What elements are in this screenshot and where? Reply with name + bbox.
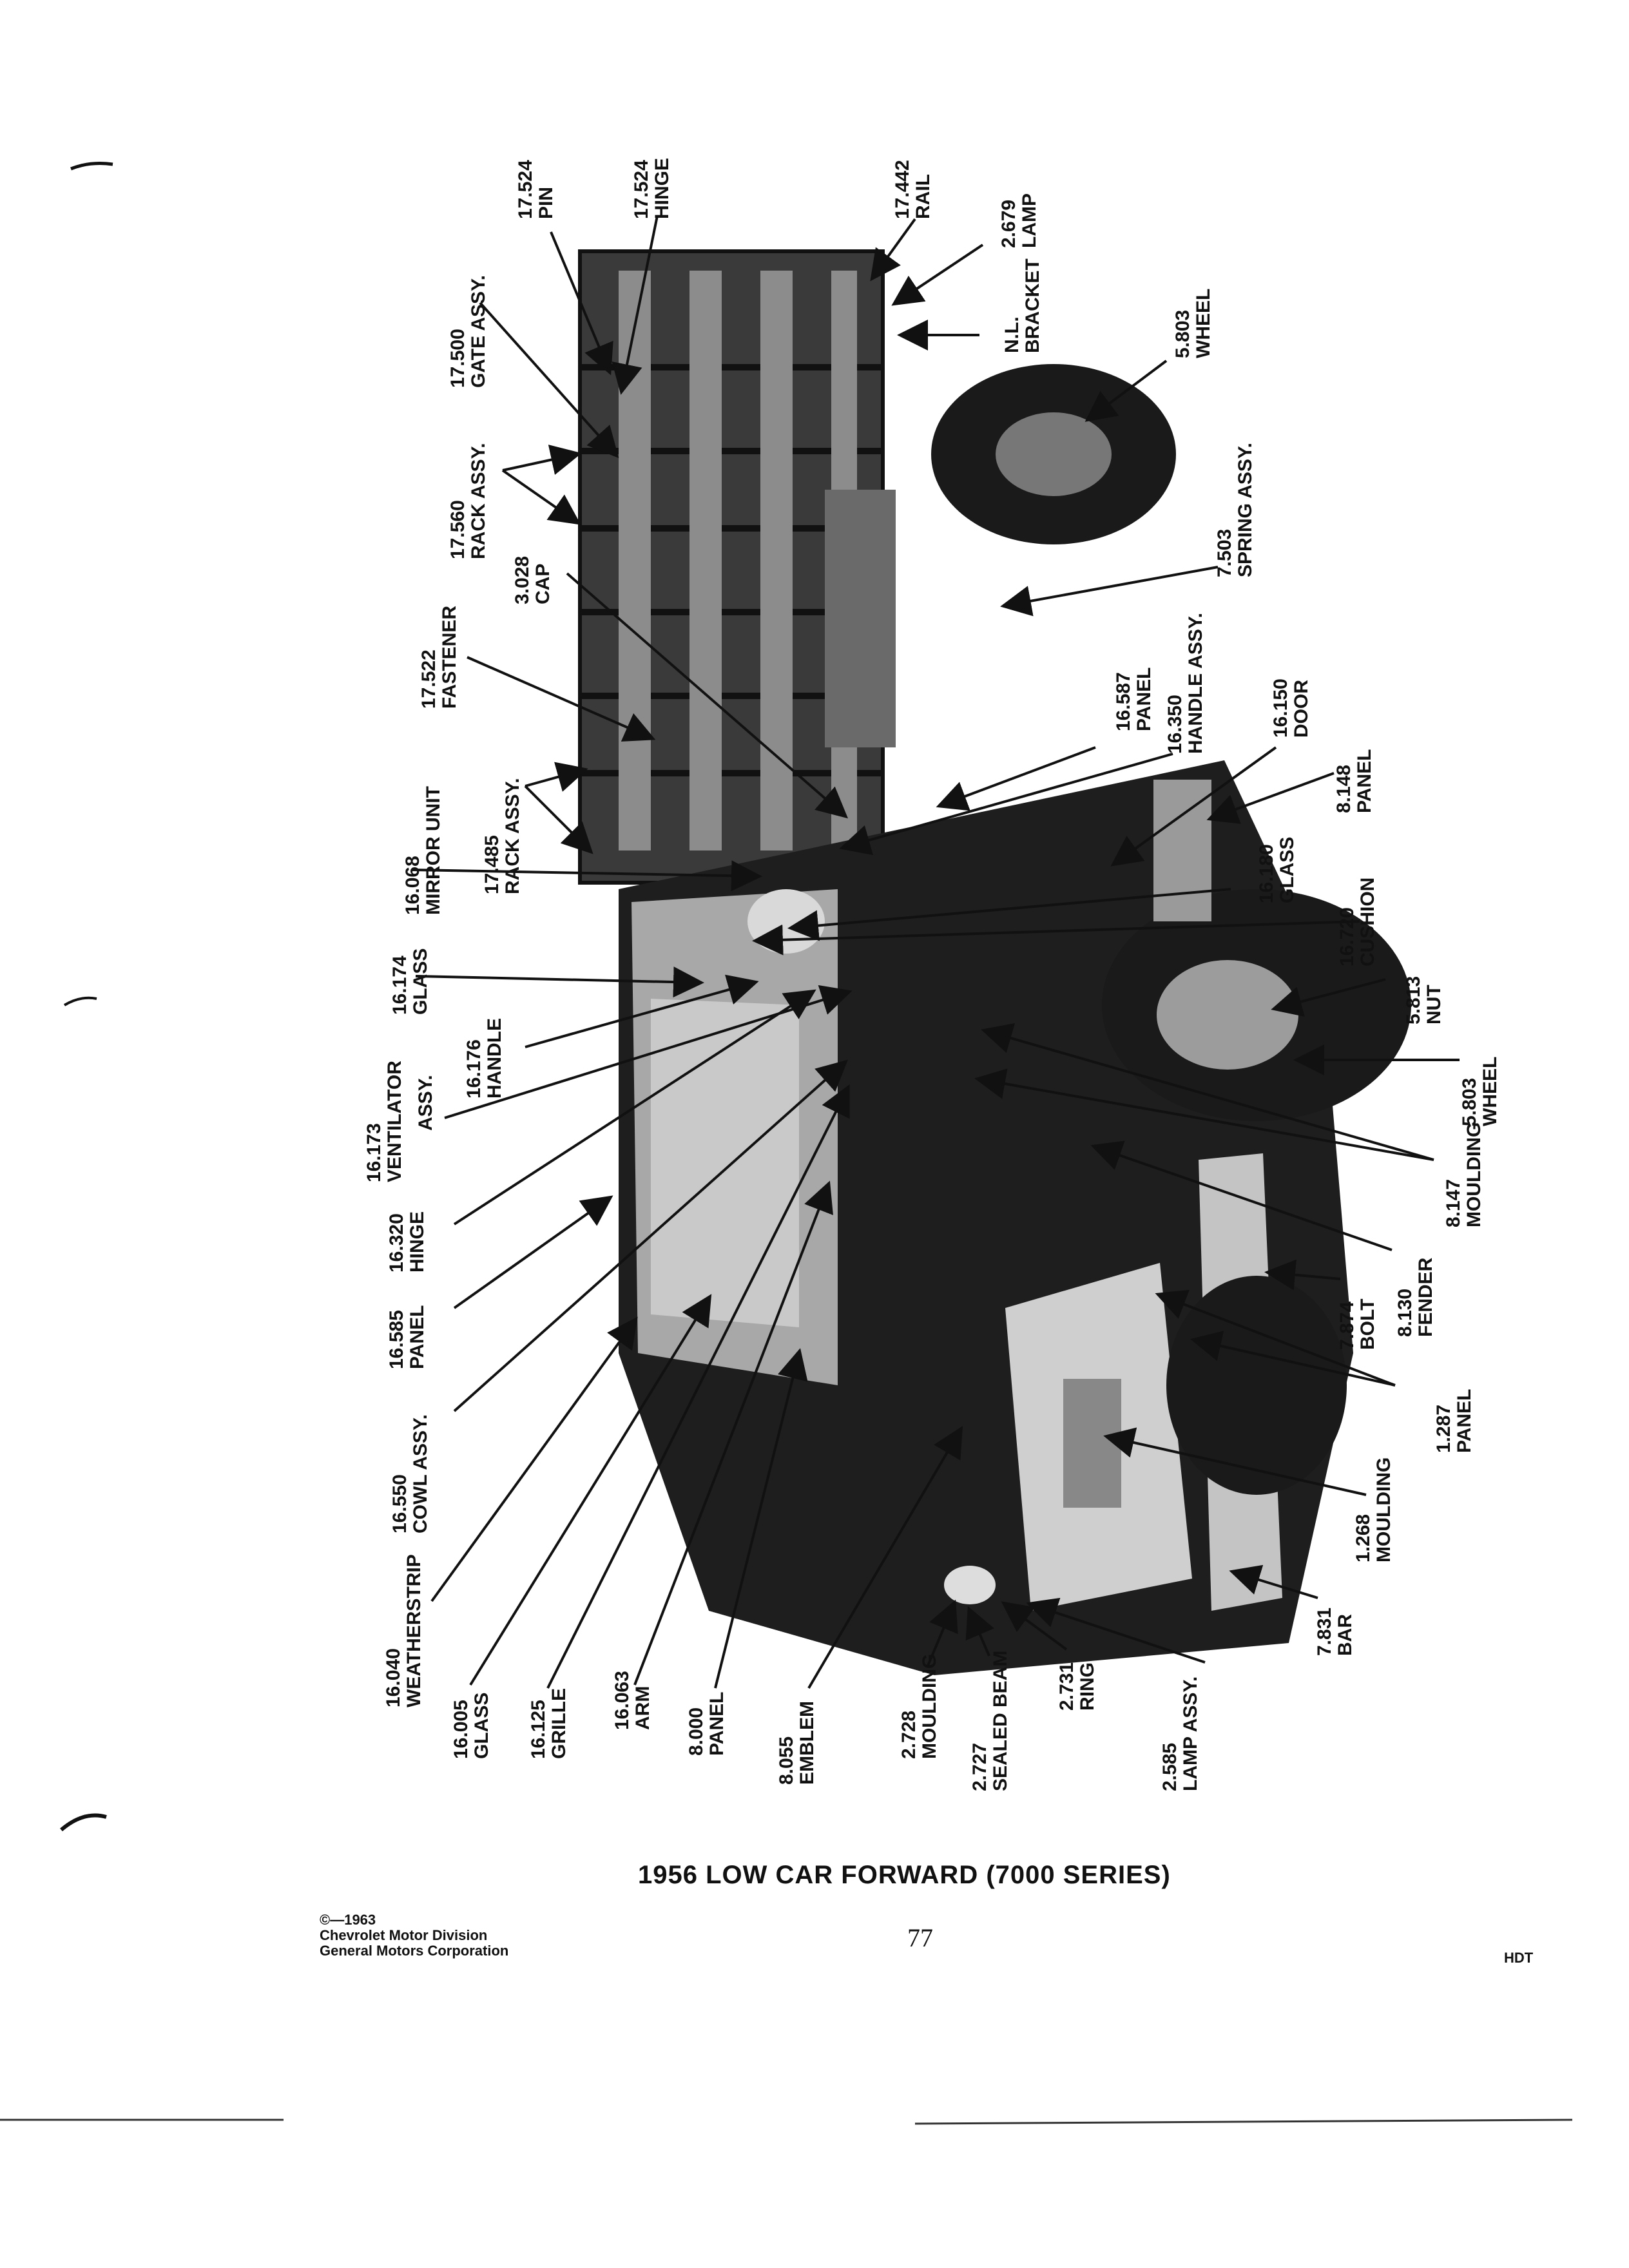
section-code: HDT [1504, 1950, 1534, 1966]
copyright-block: ©—1963 Chevrolet Motor Division General … [320, 1912, 509, 1959]
callout-label: ASSY. [415, 1075, 436, 1131]
page-number: 77 [907, 1923, 933, 1952]
callout-label: N.L.BRACKET [1001, 258, 1043, 353]
figure-title: 1956 LOW CAR FORWARD (7000 SERIES) [638, 1861, 1171, 1889]
